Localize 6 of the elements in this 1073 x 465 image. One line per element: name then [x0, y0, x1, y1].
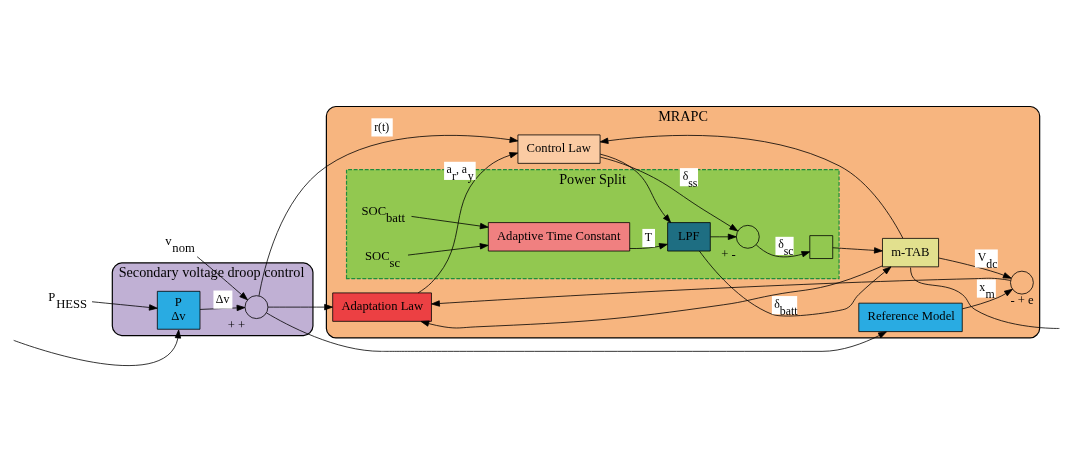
edge-label: Δv [215, 291, 230, 306]
edge-label: r(t) [374, 119, 390, 134]
node-label: + - [721, 246, 736, 261]
node-label: + + [227, 317, 246, 332]
edge-label: T [644, 229, 652, 244]
node-label: - + e [1010, 292, 1034, 307]
